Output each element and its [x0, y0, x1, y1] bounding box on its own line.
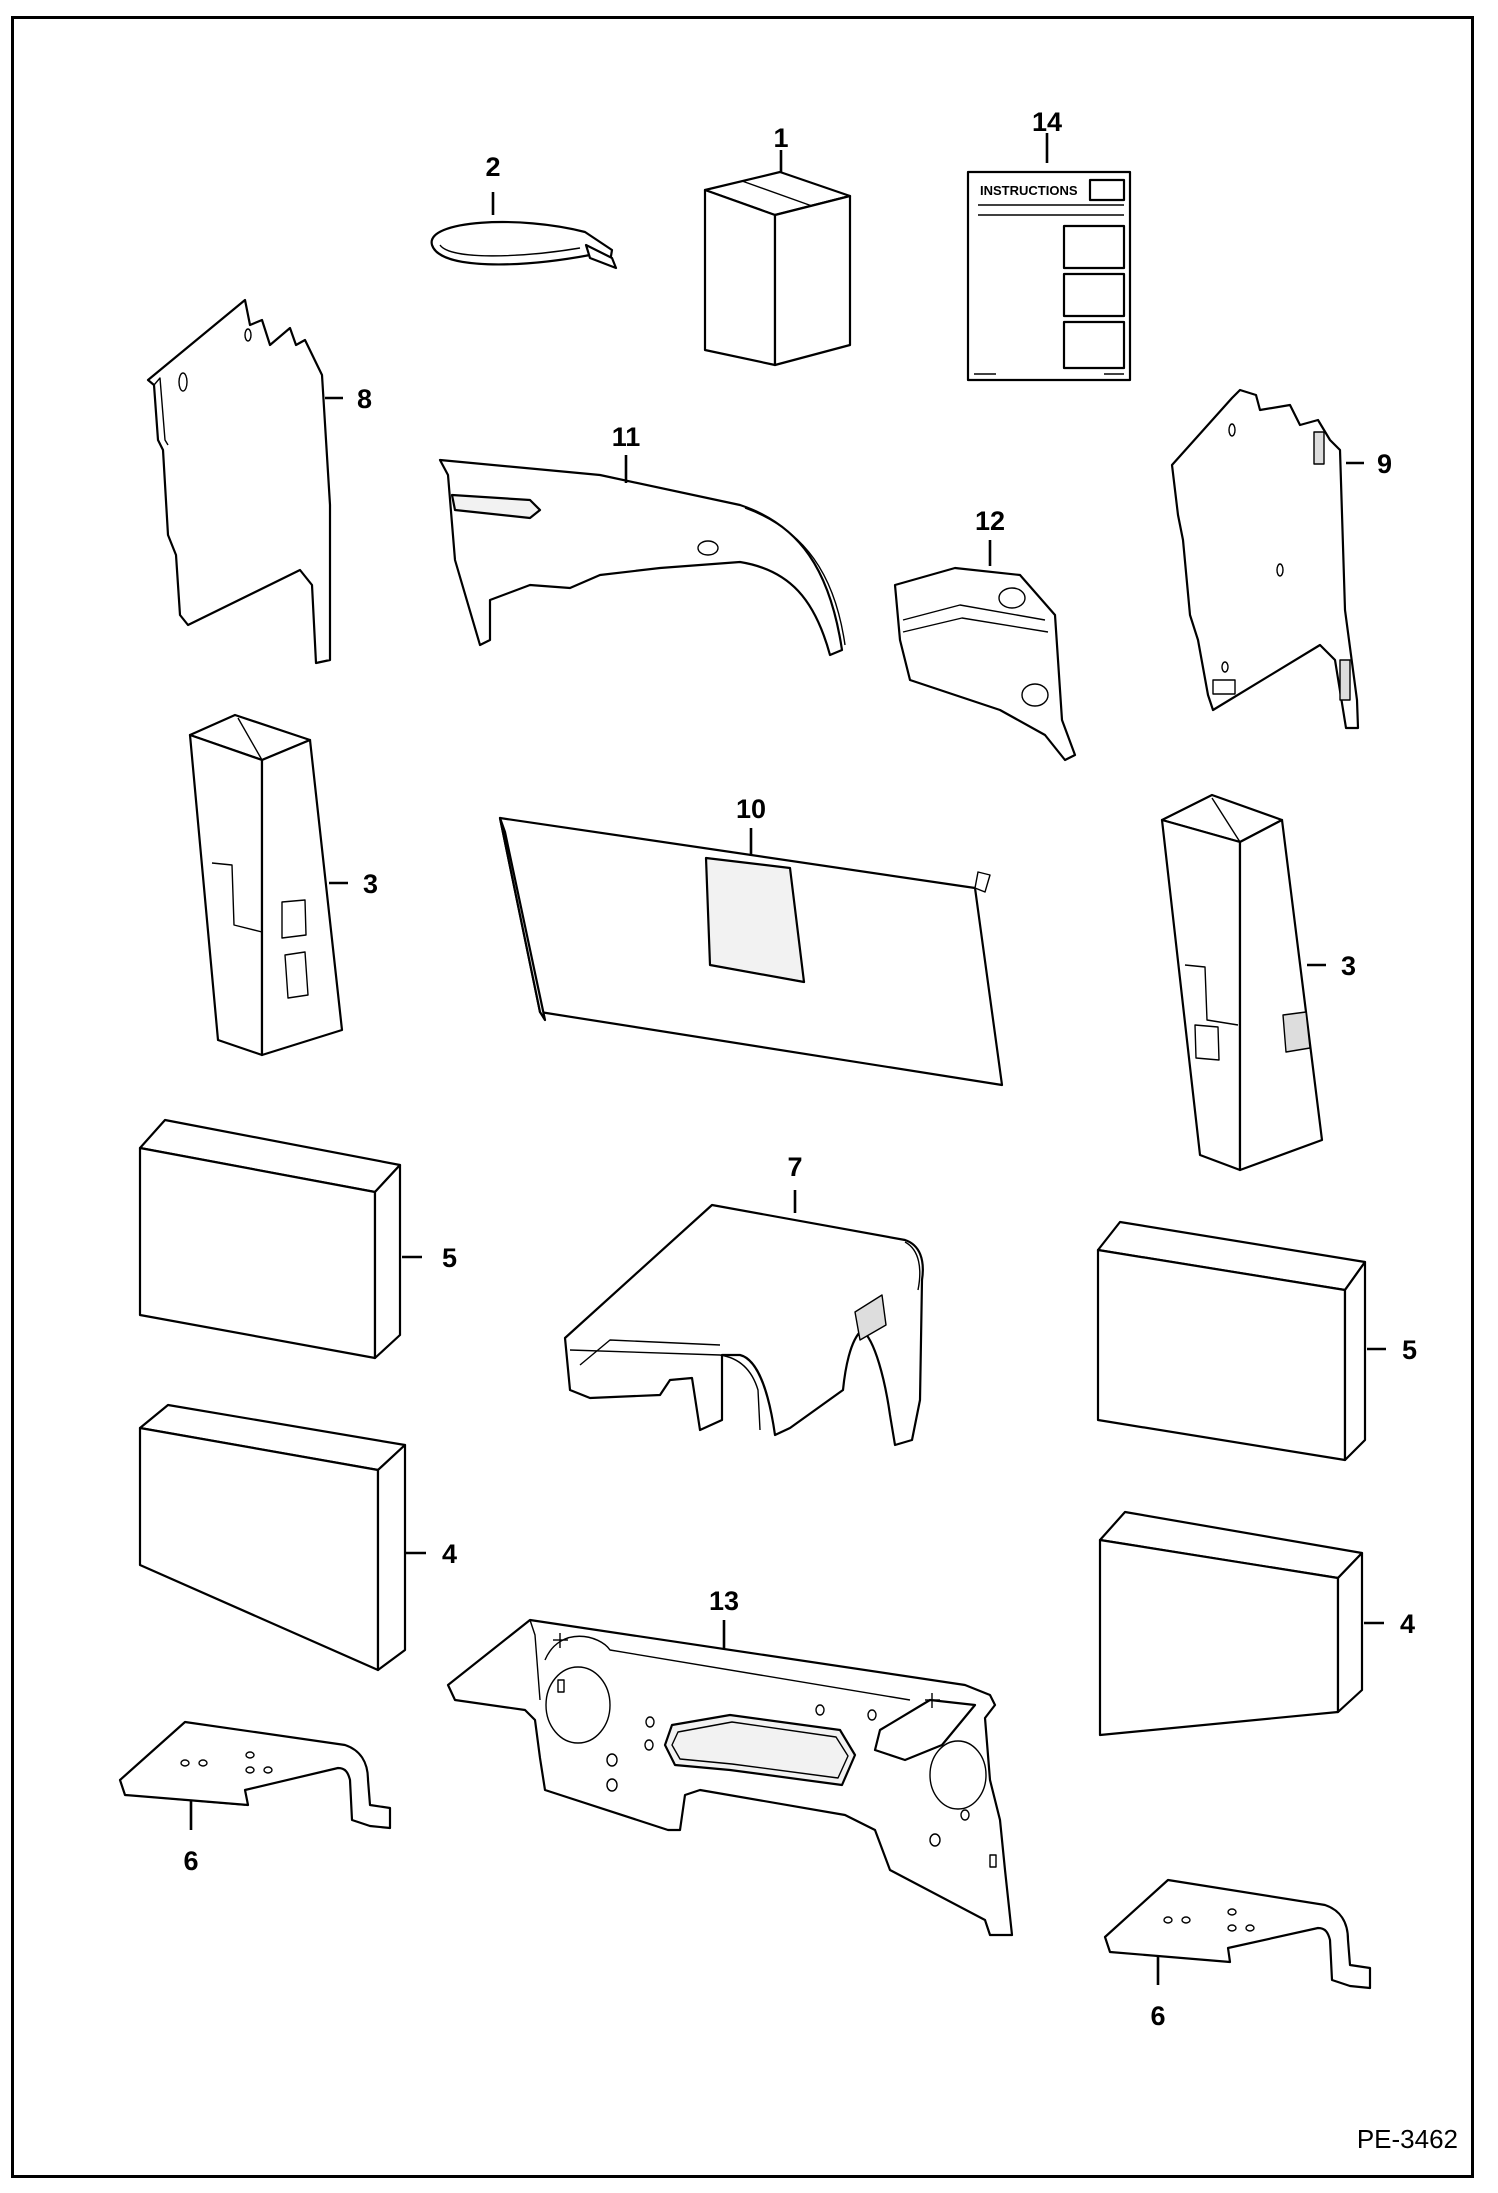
part-11-fender-panel: [438, 458, 846, 657]
part-8-side-panel: [146, 298, 332, 665]
callout-9: 9: [1377, 449, 1392, 479]
diagram-border: [11, 16, 1474, 2178]
part-6-bracket-right: [1103, 1878, 1372, 1990]
callout-4-right: 4: [1400, 1609, 1415, 1639]
part-5-box-left: [138, 1118, 402, 1360]
part-5-box-right: [1096, 1220, 1367, 1462]
part-7-cover: [563, 1203, 924, 1447]
figure-code: PE-3462: [1356, 2124, 1458, 2154]
part-6-bracket-left: [118, 1720, 392, 1830]
part-4-wedge-left: [138, 1403, 407, 1672]
callout-4-left: 4: [442, 1539, 457, 1569]
callout-labels: 1 2 14 8 11 9 12 3 10 3 5 7 5 4 4 13 6 6: [183, 107, 1417, 2031]
part-3-foam-block-right: [1160, 793, 1324, 1172]
part-9-side-panel: [1170, 388, 1360, 730]
leader-lines: [189, 133, 1386, 1985]
callout-10: 10: [736, 794, 766, 824]
part-1-block: [703, 170, 852, 367]
callout-8: 8: [357, 384, 372, 414]
part-3-foam-block-left: [188, 713, 344, 1057]
instructions-title: INSTRUCTIONS: [980, 183, 1078, 198]
callout-7: 7: [787, 1152, 802, 1182]
callout-6-left: 6: [183, 1846, 198, 1876]
part-4-wedge-right: [1098, 1510, 1364, 1737]
callout-1: 1: [773, 123, 788, 153]
part-14-instructions-sheet: [966, 170, 1132, 382]
part-2-cable-tie: [430, 221, 618, 270]
part-13-firewall-plate: [446, 1618, 1014, 1937]
callout-14: 14: [1032, 107, 1062, 137]
callout-13: 13: [709, 1586, 739, 1616]
callout-3-left: 3: [363, 869, 378, 899]
callout-12: 12: [975, 506, 1005, 536]
part-10-floor-panel: [498, 816, 1004, 1087]
callout-3-right: 3: [1341, 951, 1356, 981]
callout-6-right: 6: [1150, 2001, 1165, 2031]
callout-5-left: 5: [442, 1243, 457, 1273]
callout-2: 2: [485, 152, 500, 182]
callout-5-right: 5: [1402, 1335, 1417, 1365]
callout-11: 11: [612, 422, 641, 452]
part-12-bracket: [893, 566, 1077, 762]
